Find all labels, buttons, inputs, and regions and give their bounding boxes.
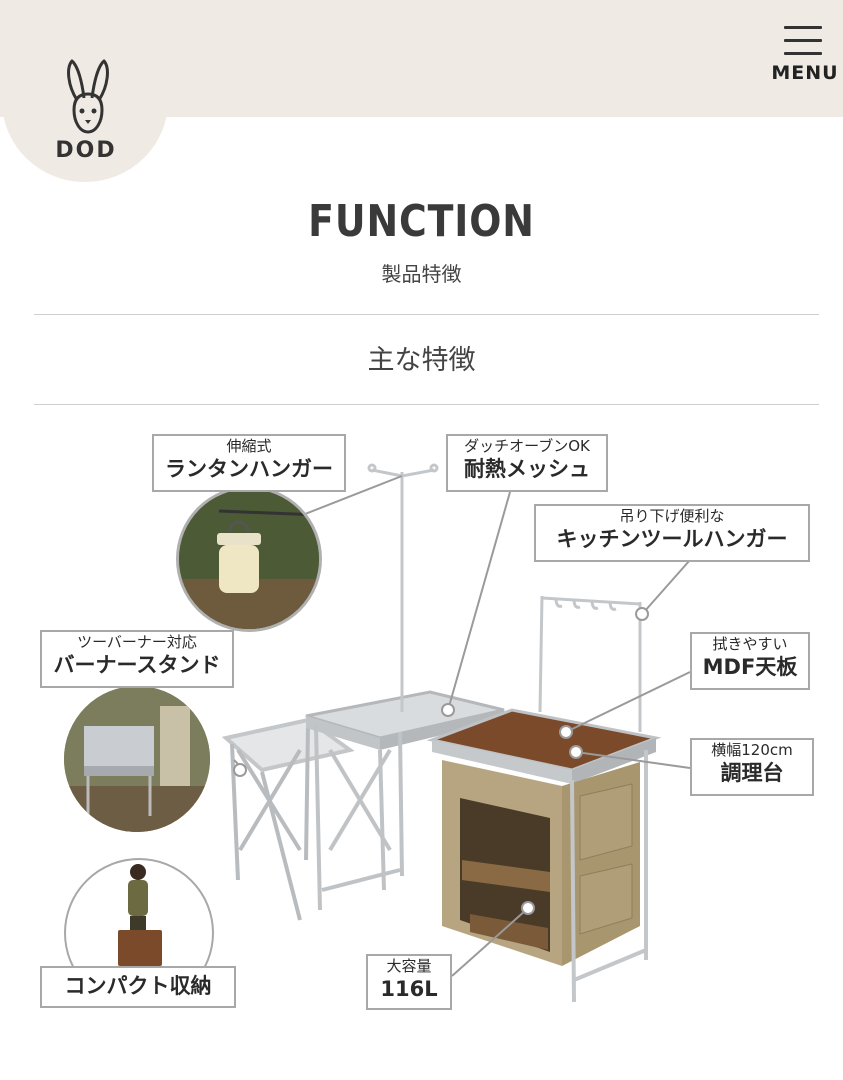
label-capacity: 大容量 116L bbox=[366, 954, 452, 1010]
rabbit-logo-icon bbox=[67, 59, 109, 134]
burner-photo bbox=[64, 686, 210, 832]
callout-lines bbox=[233, 475, 691, 977]
label-mdf-top: 拭きやすい MDF天板 bbox=[690, 632, 810, 690]
divider-bottom bbox=[34, 404, 819, 405]
subsection-heading: 主な特徴 bbox=[367, 345, 476, 376]
label-tool-hanger: 吊り下げ便利な キッチンツールハンガー bbox=[534, 504, 810, 562]
lantern-photo bbox=[176, 486, 322, 632]
logo-badge[interactable]: DOD bbox=[2, 20, 168, 182]
label-lantern-hanger: 伸縮式 ランタンハンガー bbox=[152, 434, 346, 492]
label-cooking-table: 横幅120cm 調理台 bbox=[690, 738, 814, 796]
feature-diagram: 伸縮式 ランタンハンガー ダッチオーブンOK 耐熱メッシュ 吊り下げ便利な キッ… bbox=[0, 420, 843, 1060]
section-title: FUNCTION bbox=[308, 196, 535, 247]
hamburger-menu-icon[interactable] bbox=[784, 26, 822, 60]
storage-cabinet bbox=[442, 750, 648, 1003]
tool-hanger-rack bbox=[538, 595, 642, 732]
menu-button-label[interactable]: MENU bbox=[771, 62, 839, 84]
label-compact-storage: コンパクト収納 bbox=[40, 966, 236, 1008]
side-table bbox=[221, 717, 355, 921]
divider-top bbox=[34, 314, 819, 315]
label-heat-mesh: ダッチオーブンOK 耐熱メッシュ bbox=[446, 434, 608, 492]
main-table bbox=[305, 690, 505, 911]
kitchen-table-illustration bbox=[221, 463, 691, 1003]
brand-name: DOD bbox=[55, 138, 117, 163]
section-subtitle: 製品特徴 bbox=[381, 262, 462, 286]
label-burner-stand: ツーバーナー対応 バーナースタンド bbox=[40, 630, 234, 688]
lantern-hanger-pole bbox=[367, 463, 439, 712]
